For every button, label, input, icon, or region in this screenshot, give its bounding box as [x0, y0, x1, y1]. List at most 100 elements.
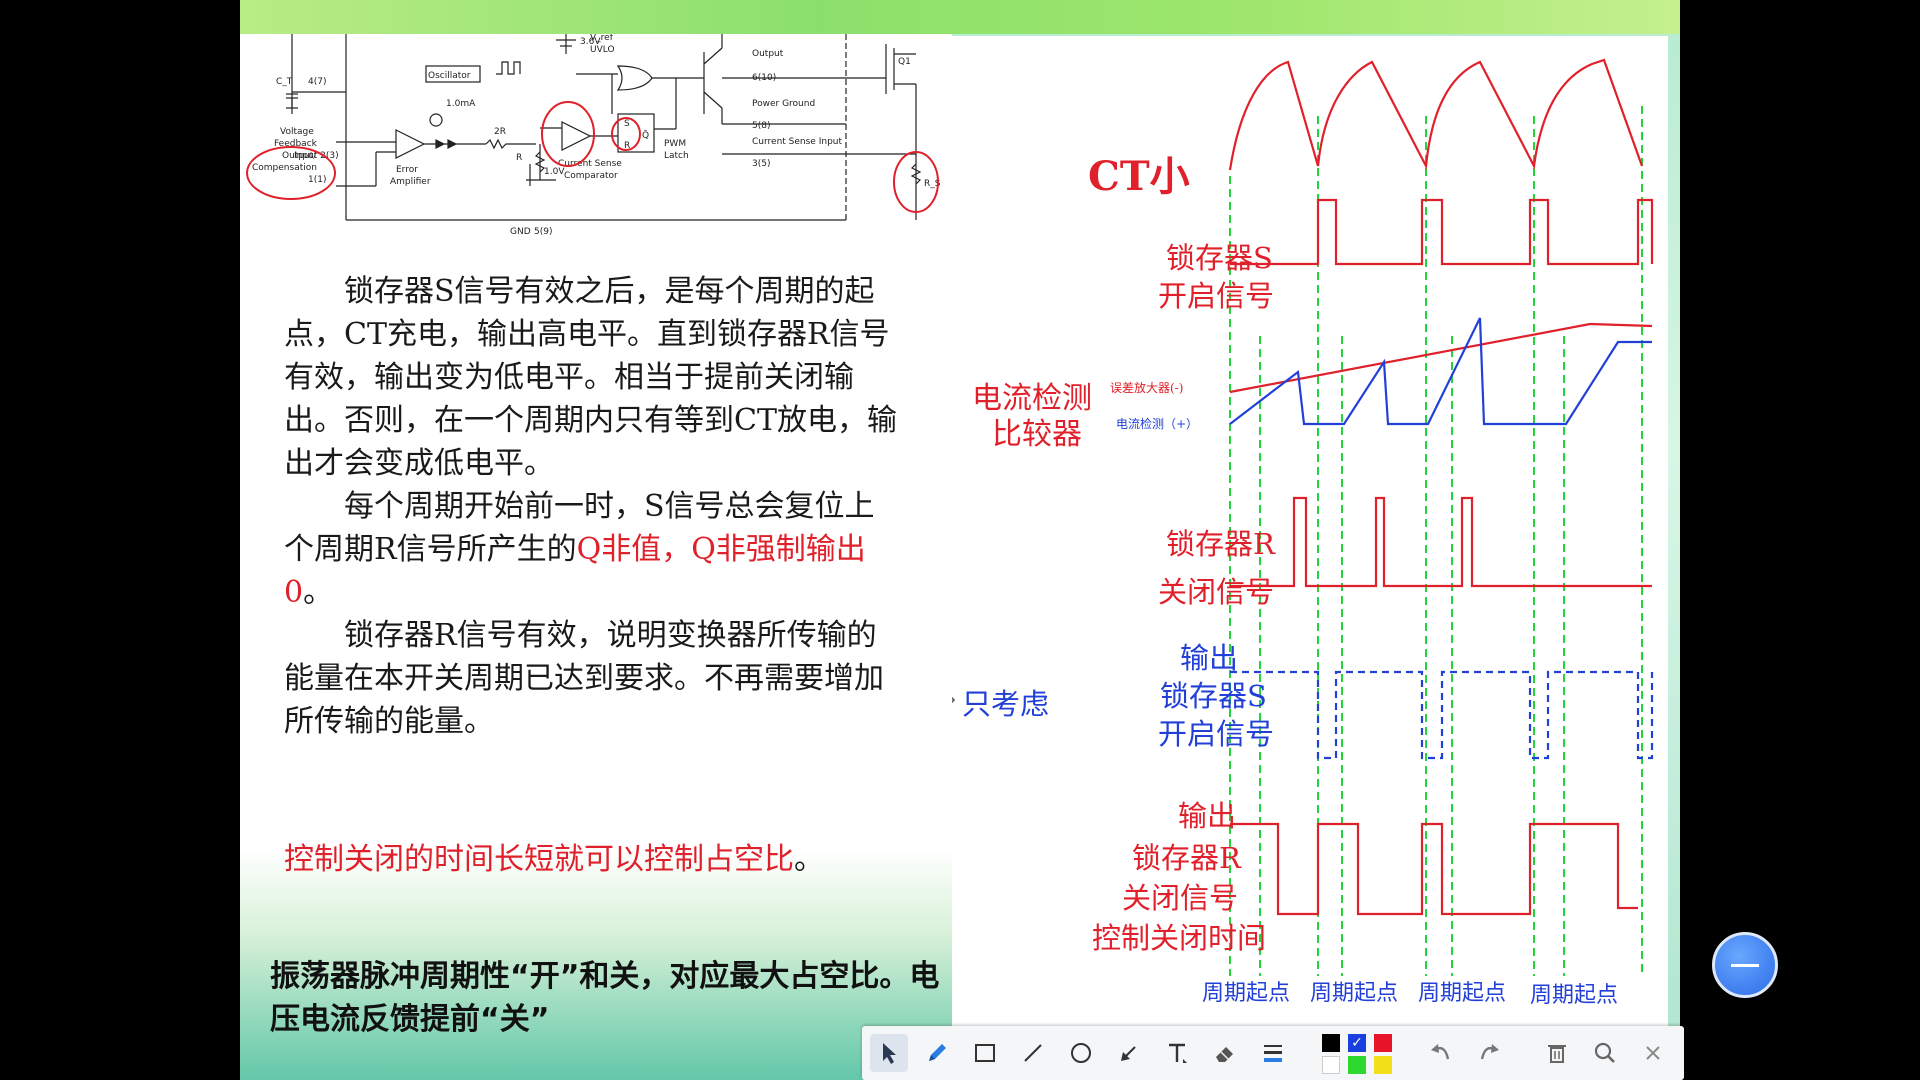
redo-icon[interactable]	[1470, 1034, 1508, 1072]
error-amp-ramp	[1229, 322, 1653, 394]
circuit-label: C_T	[276, 77, 293, 87]
circuit-label: Q1	[898, 57, 911, 67]
circuit-label: R_S	[924, 179, 941, 189]
slide: 3.6V V_ref UVLO Oscillator C_T 4(7) 1.0m…	[240, 0, 1680, 1080]
circuit-label: 1.0V	[544, 167, 565, 177]
only-consider-label: 只考虑	[962, 687, 1049, 721]
error-amp-label: 误差放大器(-)	[1110, 380, 1183, 395]
period-label: 周期起点	[1310, 981, 1398, 1006]
circuit-label: UVLO	[590, 45, 615, 55]
circuit-label: 5(8)	[752, 121, 770, 131]
circuit-label: Comparator	[564, 171, 618, 181]
circuit-label: Input 2(3)	[294, 151, 339, 161]
s-label-1: 锁存器S	[1166, 241, 1273, 275]
color-swatch-black[interactable]	[1322, 1034, 1340, 1052]
paragraph-2-text: 每个周期开始前一时，S信号总会复位上个周期R信号所产生的	[284, 489, 875, 567]
highlight-circle-comparator	[541, 101, 595, 167]
bottom-summary: 振荡器脉冲周期性“开”和关，对应最大占空比。电压电流反馈提前“关”	[270, 959, 940, 1037]
circuit-label: 1.0mA	[446, 99, 476, 109]
circuit-label: V_ref	[590, 34, 614, 43]
ct-label: CT小	[1088, 153, 1190, 200]
output-s-waveform	[1230, 670, 1654, 760]
r-label-2: 关闭信号	[1158, 575, 1274, 609]
r-signal-waveform	[1230, 496, 1652, 588]
circuit-label: 4(7)	[308, 77, 326, 87]
close-icon[interactable]	[1634, 1034, 1672, 1072]
circuit-label: Compensation	[252, 163, 317, 173]
line-weight-icon[interactable]	[1254, 1034, 1292, 1072]
select-arrow-icon[interactable]	[870, 1034, 908, 1072]
output-s-label-3: 开启信号	[1158, 717, 1274, 751]
circuit-label: 2R	[494, 127, 506, 137]
circuit-label: R	[516, 153, 522, 163]
undo-icon[interactable]	[1422, 1034, 1460, 1072]
duty-cycle-text: 控制关闭的时间长短就可以控制占空比。	[284, 838, 904, 881]
ct-waveform	[1228, 58, 1644, 171]
comparator-label-1: 电流检测	[972, 381, 1092, 416]
circuit-label: PWM	[664, 139, 686, 149]
circuit-label: 3(5)	[752, 159, 770, 169]
color-swatch-green[interactable]	[1348, 1056, 1366, 1074]
text-icon[interactable]	[1158, 1034, 1196, 1072]
output-s-label-1: 输出	[1180, 641, 1238, 675]
pen-icon[interactable]	[918, 1034, 956, 1072]
highlight-circle-latch-r	[611, 117, 641, 151]
output-r-label-3: 关闭信号	[1122, 881, 1238, 915]
color-swatch-white[interactable]	[1322, 1056, 1340, 1074]
circuit-label: Latch	[664, 151, 689, 161]
duty-cycle-highlight: 控制关闭的时间长短就可以控制占空比	[284, 842, 794, 877]
paragraph-2-highlight: Q非值，Q非强制输出0	[284, 532, 866, 610]
circuit-label: Q̄	[642, 129, 649, 141]
color-swatch-yellow[interactable]	[1374, 1056, 1392, 1074]
eraser-icon[interactable]	[1206, 1034, 1244, 1072]
explanation-text: 锁存器S信号有效之后，是每个周期的起点，CT充电，输出高电平。直到锁存器R信号有…	[284, 270, 904, 743]
circuit-label: Output/	[282, 151, 317, 161]
circuit-label: Current Sense Input	[752, 137, 842, 147]
duty-cycle-end: 。	[794, 842, 824, 877]
circuit-label: R	[624, 141, 630, 151]
rectangle-icon[interactable]	[966, 1034, 1004, 1072]
comparator-label-2: 比较器	[992, 417, 1082, 452]
r-label-1: 锁存器R	[1166, 527, 1276, 561]
output-r-label-1: 输出	[1178, 799, 1236, 833]
output-r-waveform	[1230, 822, 1638, 916]
s-label-2: 开启信号	[1158, 279, 1274, 313]
current-sense-ramp	[1229, 317, 1652, 426]
period-label: 周期起点	[1202, 981, 1290, 1006]
circuit-label: Power Ground	[752, 99, 815, 109]
paragraph-1: 锁存器S信号有效之后，是每个周期的起点，CT充电，输出高电平。直到锁存器R信号有…	[284, 274, 897, 481]
output-r-label-2: 锁存器R	[1132, 841, 1242, 875]
circuit-label: 5(9)	[534, 227, 552, 237]
circuit-label: Amplifier	[390, 177, 431, 187]
circuit-label: S	[624, 119, 630, 129]
current-sense-label: 电流检测（+）	[1116, 416, 1198, 431]
highlight-circle-rs	[893, 151, 939, 213]
circuit-label: 6(10)	[752, 73, 776, 83]
line-icon[interactable]	[1014, 1034, 1052, 1072]
circuit-label: Feedback	[274, 139, 318, 149]
trash-icon[interactable]	[1538, 1034, 1576, 1072]
output-r-label-4: 控制关闭时间	[1092, 921, 1266, 955]
circuit-label: Voltage	[280, 127, 314, 137]
left-panel	[240, 34, 960, 1080]
circuit-label: Oscillator	[428, 71, 471, 81]
color-palette: ✓	[1322, 1034, 1402, 1074]
circuit-label: Current Sense	[558, 159, 622, 169]
circuit-diagram: 3.6V V_ref UVLO Oscillator C_T 4(7) 1.0m…	[246, 34, 941, 237]
circuit-label: 3.6V	[580, 37, 601, 47]
zoom-icon[interactable]	[1586, 1034, 1624, 1072]
circle-icon[interactable]	[1062, 1034, 1100, 1072]
timing-diagram: CT小 锁存器S 开启信号 电流检测 比较器 误差放大器(-) 电流检测（+） …	[952, 36, 1668, 1026]
circuit-label: 1(1)	[308, 175, 326, 185]
s-signal-waveform	[1230, 198, 1654, 266]
circuit-label: Error	[396, 165, 418, 175]
color-swatch-red[interactable]	[1374, 1034, 1392, 1052]
paragraph-2: 每个周期开始前一时，S信号总会复位上个周期R信号所产生的Q非值，Q非强制输出0。	[284, 485, 904, 614]
floating-menu-button[interactable]	[1712, 932, 1778, 998]
slide-top-band	[240, 0, 1680, 34]
highlight-circle-compensation	[246, 146, 336, 200]
color-swatch-blue[interactable]: ✓	[1348, 1034, 1366, 1052]
paragraph-2-end: 。	[303, 575, 334, 610]
arrow-icon[interactable]	[1110, 1034, 1148, 1072]
annotation-toolbar: ✓	[862, 1026, 1684, 1080]
